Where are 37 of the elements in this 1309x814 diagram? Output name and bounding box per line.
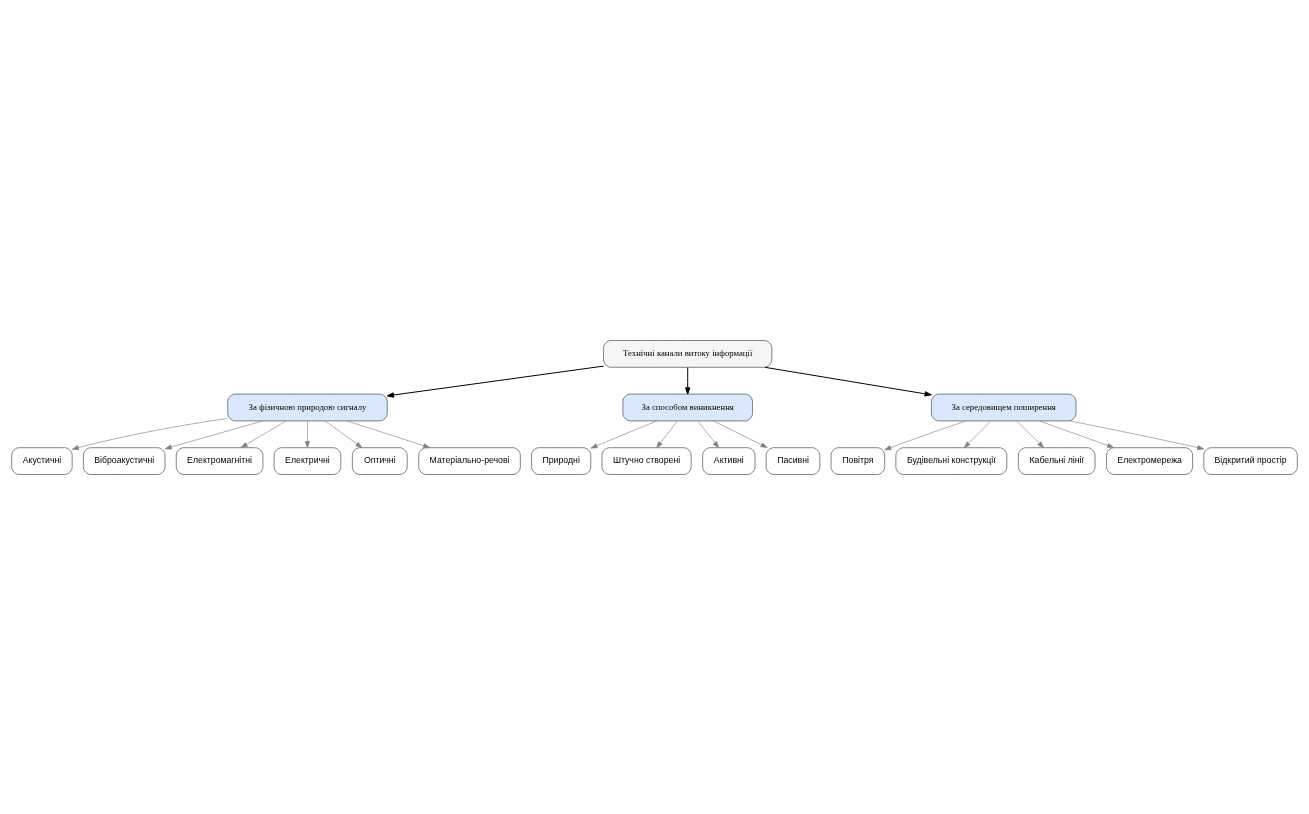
node-box: Активні: [702, 446, 756, 475]
node-box: Електромагнітні: [175, 446, 264, 475]
node-box: Пасивні: [765, 446, 821, 475]
node-box: Матеріально-речові: [418, 446, 521, 475]
node-box: За середовищем поширення: [931, 393, 1077, 421]
arrow: [324, 420, 363, 448]
arrow: [346, 420, 431, 448]
node-box: Акустичні: [11, 446, 73, 475]
node-box: Технічні канали витоку інформації: [603, 339, 773, 368]
arrow: [697, 420, 720, 448]
arrow: [240, 420, 287, 448]
arrow: [764, 366, 932, 396]
node-box: Будівельні конструкції: [895, 446, 1008, 475]
node-box: Штучно створені: [601, 446, 692, 475]
arrow: [1039, 420, 1115, 448]
arrow: [590, 420, 658, 448]
node-box: Кабельні лінії: [1018, 446, 1096, 475]
node-box: Відкритий простір: [1203, 446, 1298, 475]
arrow: [713, 420, 768, 448]
arrow: [386, 365, 605, 398]
arrow: [1016, 420, 1045, 448]
arrow: [685, 366, 691, 395]
arrow: [963, 420, 992, 448]
node-box: За фізичною природою сигналу: [227, 393, 388, 421]
node-box: Повітря: [830, 446, 885, 475]
arrow: [884, 420, 967, 450]
node-box: Оптичні: [352, 446, 408, 475]
node-box: За способом виникнення: [622, 393, 753, 421]
arrow: [305, 420, 310, 448]
node-box: Природні: [531, 446, 592, 475]
arrow: [656, 420, 678, 448]
node-box: Електромережа: [1106, 446, 1193, 475]
node-box: Електричні: [273, 446, 342, 475]
arrow: [71, 417, 228, 450]
arrow: [1069, 420, 1205, 450]
arrow: [164, 420, 263, 449]
node-box: Віброакустичні: [83, 446, 166, 475]
